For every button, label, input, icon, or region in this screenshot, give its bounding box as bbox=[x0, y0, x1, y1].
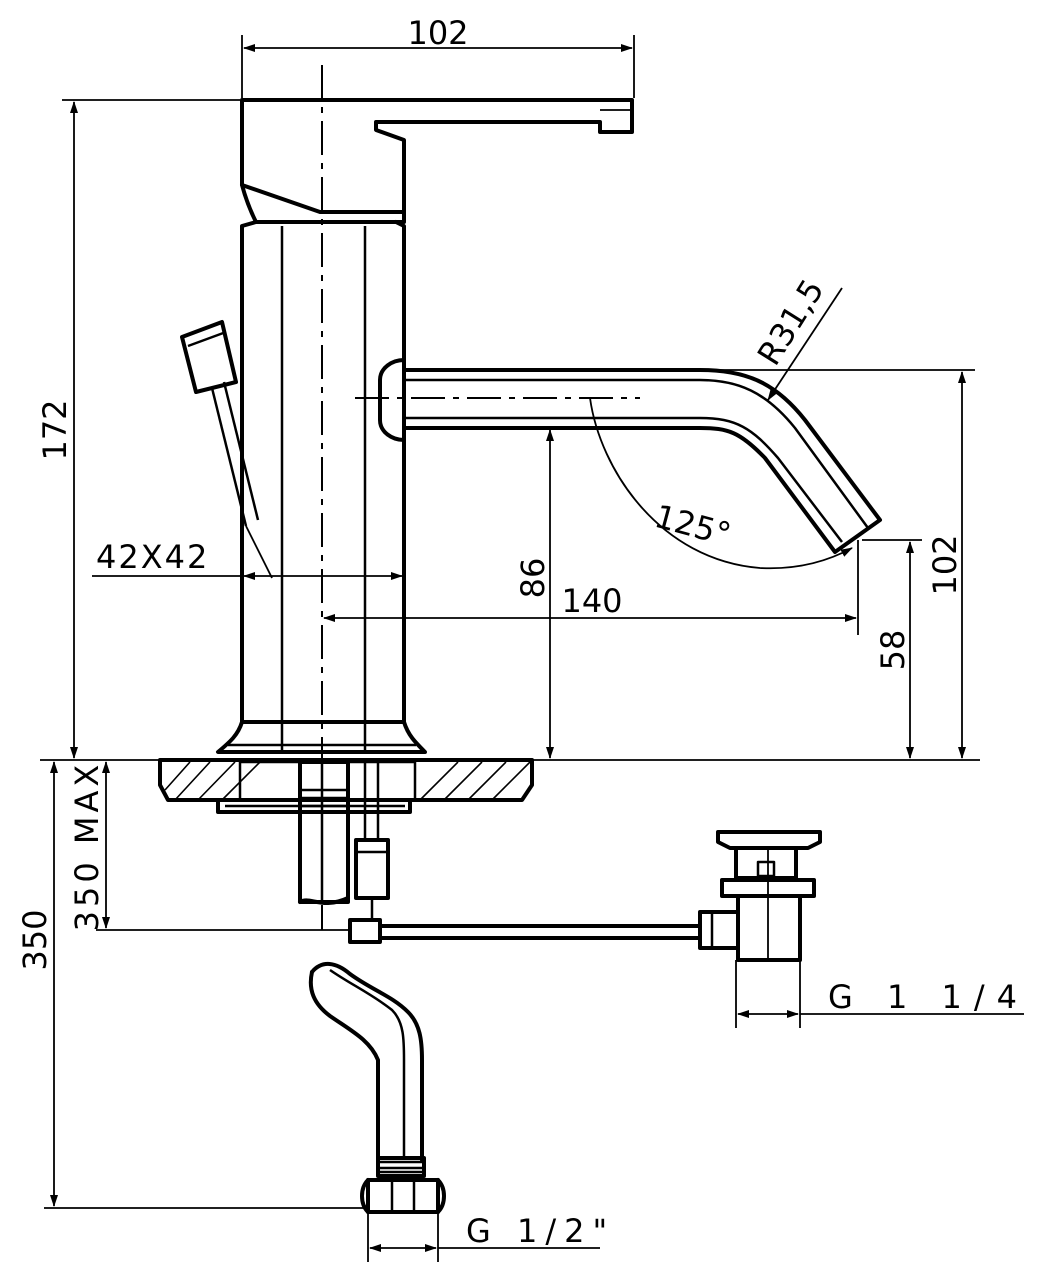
dim-total-height: 172 bbox=[36, 399, 74, 460]
dim-spout-reach: 140 bbox=[561, 582, 622, 620]
dim-deck-max: 350 MAX bbox=[68, 761, 106, 932]
dim-supply-thread: G 1/2" bbox=[466, 1212, 615, 1250]
dim-spout-angle: 125° bbox=[651, 497, 735, 554]
center-lines bbox=[321, 65, 640, 930]
body-cylinder bbox=[240, 220, 406, 724]
spout bbox=[378, 358, 882, 554]
dim-spout-top-height: 102 bbox=[926, 534, 964, 595]
supply-hose bbox=[308, 962, 446, 1214]
dim-waste-thread: G 1 1/4 " bbox=[828, 978, 1038, 1016]
dim-hose-length: 350 bbox=[16, 909, 54, 970]
dimension-labels: 102 172 42X42 86 140 R31,5 125° 58 102 3… bbox=[16, 14, 1038, 1250]
popup-rod-knob bbox=[180, 320, 273, 579]
underdeck-fittings bbox=[298, 760, 702, 944]
lever-handle bbox=[240, 98, 634, 214]
dimension-lines bbox=[40, 35, 1024, 1262]
faucet-body bbox=[158, 98, 882, 1214]
dim-top-width: 102 bbox=[407, 14, 468, 52]
dim-tip-height: 58 bbox=[874, 630, 912, 671]
dim-outlet-height: 86 bbox=[514, 558, 552, 599]
popup-waste bbox=[698, 830, 822, 962]
dim-body-section: 42X42 bbox=[96, 538, 209, 576]
